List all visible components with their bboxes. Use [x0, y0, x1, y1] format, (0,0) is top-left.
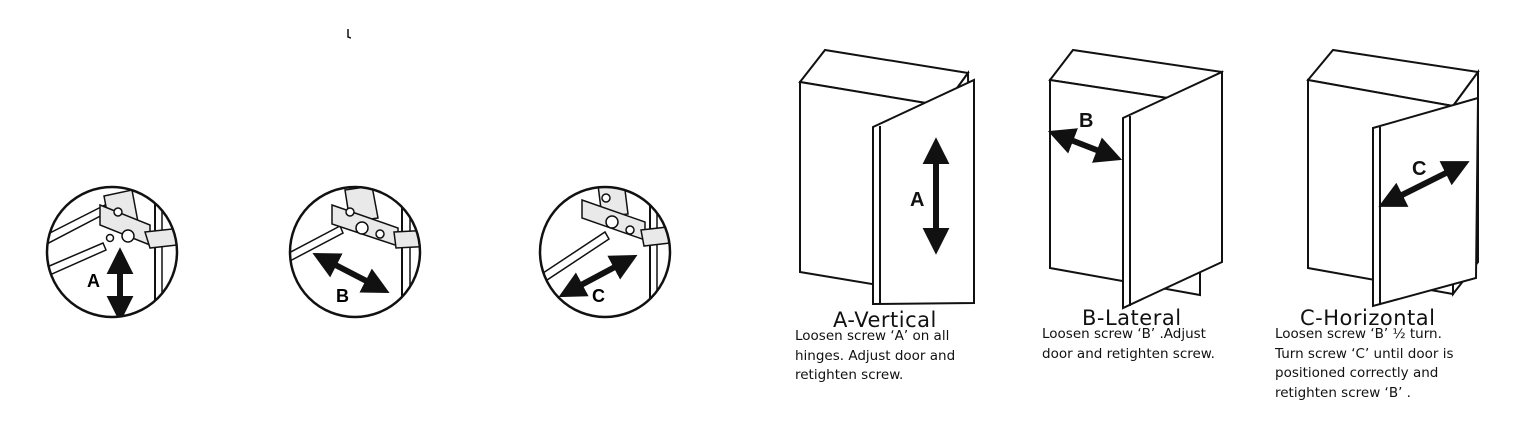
- svg-text:B: B: [1079, 110, 1093, 132]
- hinge-detail-b: B: [288, 185, 422, 319]
- svg-text:A: A: [87, 271, 100, 291]
- svg-text:B: B: [336, 286, 349, 306]
- cabinet-c: C: [1306, 48, 1480, 308]
- caption-text-vertical: Loosen screw ‘A’ on all hinges. Adjust d…: [795, 328, 956, 383]
- caption-title-vertical: A-Vertical: [833, 308, 937, 332]
- svg-text:C: C: [592, 286, 605, 306]
- svg-text:C: C: [1412, 158, 1426, 180]
- cabinet-b: B: [1047, 48, 1224, 310]
- caption-title-horizontal: C-Horizontal: [1300, 306, 1436, 330]
- svg-text:A: A: [910, 189, 924, 211]
- caption-title-lateral: B-Lateral: [1082, 306, 1182, 330]
- hinge-detail-c: C: [538, 185, 672, 319]
- hinge-detail-a: A: [45, 185, 179, 319]
- cabinet-a: A: [798, 48, 975, 306]
- caption-text-horizontal: Loosen screw ‘B’ ½ turn. Turn screw ‘C’ …: [1275, 326, 1454, 401]
- stray-mark: [346, 26, 352, 39]
- caption-text-lateral: Loosen screw ‘B’ .Adjust door and retigh…: [1042, 326, 1215, 362]
